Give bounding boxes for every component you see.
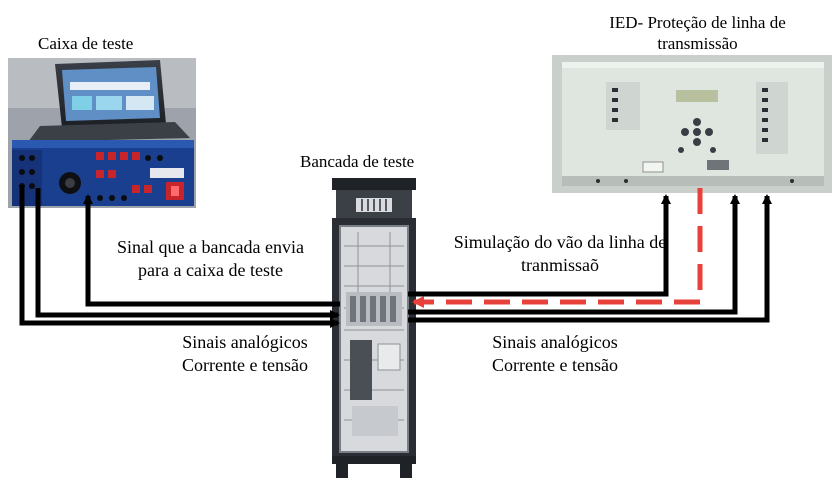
test-bench-label: Bancada de teste [300, 152, 415, 171]
laptop-screen [62, 67, 160, 121]
ied-lcd [676, 90, 718, 102]
ied-label: IED- Proteção de linha de transmissão [609, 13, 786, 54]
ied-keypad [678, 118, 716, 153]
test-bench-cabinet [332, 178, 416, 478]
test-box-label: Caixa de teste [38, 34, 134, 53]
ied-photo [552, 55, 832, 193]
line-simulation-label: Simulação do vão da linha de tranmissaõ [453, 232, 667, 276]
test-box-photo [8, 58, 196, 208]
cabinet-foot-right [400, 464, 412, 478]
arrow-bench-to-box [83, 194, 340, 307]
arrow-analog-right-1 [408, 194, 740, 315]
cabinet-foot-left [336, 464, 348, 478]
analog-signals-right-label: Sinais analógicos Corrente e tensão [492, 332, 618, 376]
arrow-line-simulation-dashed [412, 188, 703, 308]
arrow-analog-left-1 [19, 185, 340, 328]
arrow-bench-to-ied [408, 194, 671, 297]
bench-to-box-signal-label: Sinal que a bancada envia para a caixa d… [117, 237, 304, 281]
arrow-analog-right-2 [408, 194, 772, 323]
analog-signals-left-label: Sinais analógicos Corrente e tensão [182, 332, 308, 376]
arrow-analog-left-2 [35, 188, 340, 320]
laptop-base [28, 122, 190, 142]
